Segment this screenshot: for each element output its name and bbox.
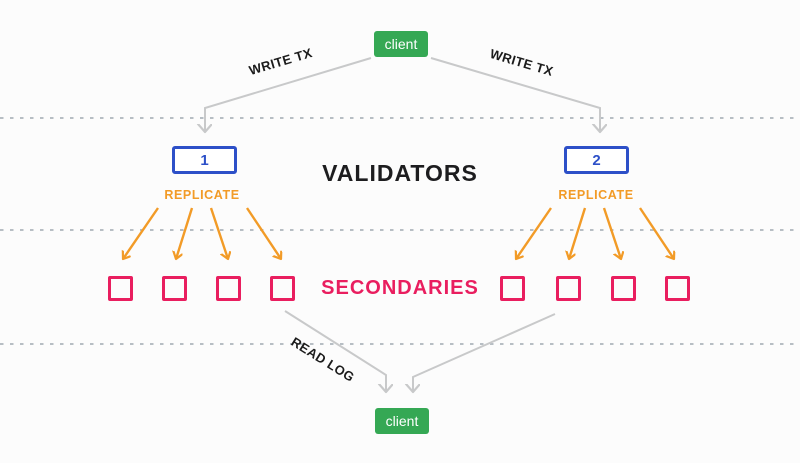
secondary-node bbox=[216, 276, 241, 301]
secondary-node bbox=[611, 276, 636, 301]
replicate-label-right: REPLICATE bbox=[558, 188, 634, 202]
replicate-arrow bbox=[569, 207, 587, 259]
validators-title: VALIDATORS bbox=[322, 160, 478, 186]
replicate-arrow bbox=[123, 207, 159, 259]
client-node-bottom: client bbox=[375, 408, 429, 434]
secondary-node bbox=[162, 276, 187, 301]
read-arrow-left bbox=[284, 310, 386, 392]
validator-node-1: 1 bbox=[172, 146, 237, 174]
replicate-label-left: REPLICATE bbox=[164, 188, 240, 202]
client-node-top: client bbox=[374, 31, 428, 57]
secondary-node bbox=[500, 276, 525, 301]
replicate-arrow bbox=[246, 207, 281, 259]
replicate-arrow bbox=[639, 207, 674, 259]
secondaries-title: SECONDARIES bbox=[321, 277, 479, 299]
write-arrow-left bbox=[205, 57, 372, 132]
replicate-arrow bbox=[176, 207, 194, 259]
read-arrow-right bbox=[413, 313, 556, 392]
secondary-node bbox=[108, 276, 133, 301]
secondary-node bbox=[270, 276, 295, 301]
write-arrow-right bbox=[430, 57, 600, 132]
replicate-arrow bbox=[209, 207, 228, 259]
replicate-arrow bbox=[602, 207, 621, 259]
secondary-node bbox=[556, 276, 581, 301]
replicate-arrow bbox=[516, 207, 552, 259]
secondary-node bbox=[665, 276, 690, 301]
validator-node-2: 2 bbox=[564, 146, 629, 174]
